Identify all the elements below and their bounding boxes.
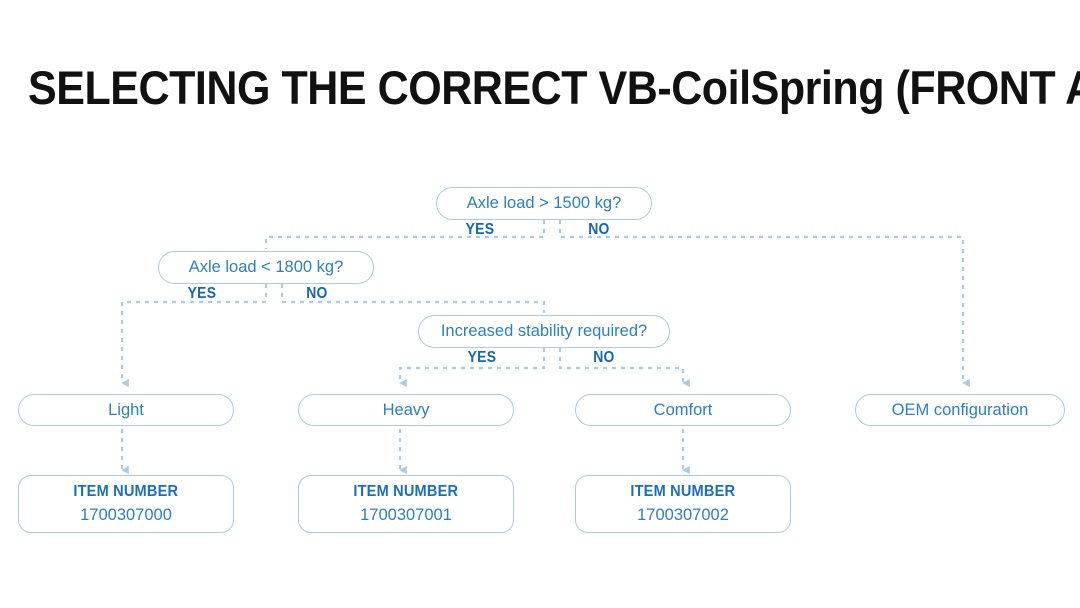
decision-label: Increased stability required? (440, 322, 648, 340)
branch-label-d1-no: NO (588, 221, 610, 238)
item-number-heading: ITEM NUMBER (630, 483, 736, 500)
decision-label: Axle load < 1800 kg? (188, 258, 344, 276)
item-number-heading: ITEM NUMBER (353, 483, 459, 500)
result-node-comfort[interactable]: Comfort (575, 394, 791, 426)
branch-label-d3-no: NO (593, 349, 615, 366)
decision-label: Axle load > 1500 kg? (466, 194, 622, 212)
decision-node-increased-stability[interactable]: Increased stability required? (418, 315, 670, 348)
item-number-heading: ITEM NUMBER (73, 483, 179, 500)
edge-d1-yes (264, 220, 546, 249)
result-node-light[interactable]: Light (18, 394, 234, 426)
item-number-value: 1700307000 (80, 506, 172, 524)
decision-node-axle-load-1800[interactable]: Axle load < 1800 kg? (158, 251, 374, 284)
item-number-box-light[interactable]: ITEM NUMBER 1700307000 (18, 475, 234, 533)
item-number-value: 1700307001 (360, 506, 452, 524)
branch-label-d3-yes: YES (467, 349, 497, 366)
result-label: Comfort (653, 400, 713, 419)
edge-d3-no (558, 348, 690, 388)
result-label: Light (108, 400, 144, 419)
branch-label-d2-no: NO (306, 285, 328, 302)
result-label: Heavy (382, 400, 430, 419)
result-node-heavy[interactable]: Heavy (298, 394, 514, 426)
edge-d1-no (558, 220, 970, 388)
result-label: OEM configuration (891, 400, 1029, 419)
item-number-box-heavy[interactable]: ITEM NUMBER 1700307001 (298, 475, 514, 533)
branch-label-d2-yes: YES (187, 285, 217, 302)
result-node-oem-configuration[interactable]: OEM configuration (855, 394, 1065, 426)
decision-node-axle-load-1500[interactable]: Axle load > 1500 kg? (436, 187, 652, 220)
branch-label-d1-yes: YES (465, 221, 495, 238)
item-number-value: 1700307002 (637, 506, 729, 524)
item-number-box-comfort[interactable]: ITEM NUMBER 1700307002 (575, 475, 791, 533)
page-title: SELECTING THE CORRECT VB-CoilSpring (FRO… (28, 61, 1080, 114)
